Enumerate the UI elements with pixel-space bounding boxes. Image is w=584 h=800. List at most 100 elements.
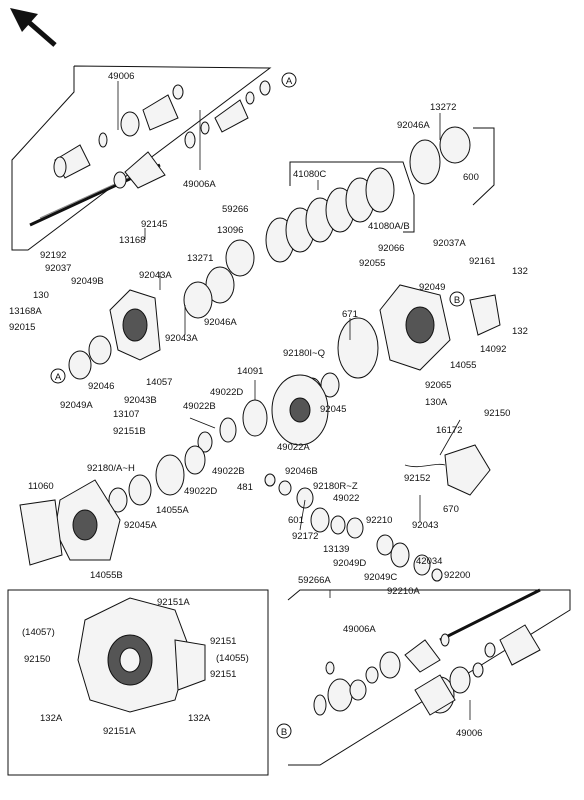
part-label: 49006A bbox=[183, 179, 216, 190]
part-label: 59266 bbox=[222, 204, 248, 215]
ref-mark-a-top: A bbox=[281, 72, 297, 88]
part-label: 92043A bbox=[139, 270, 172, 281]
part-label: 14055A bbox=[156, 505, 189, 516]
part-label: 92015 bbox=[9, 322, 35, 333]
center-gear-set bbox=[108, 374, 329, 513]
part-label: 132 bbox=[512, 326, 528, 337]
part-label: 92046A bbox=[204, 317, 237, 328]
part-label: 14057 bbox=[146, 377, 172, 388]
part-label: 49006A bbox=[343, 624, 376, 635]
part-label: 92055 bbox=[359, 258, 385, 269]
part-label: 130 bbox=[33, 290, 49, 301]
top-shaft-assembly-box bbox=[11, 65, 272, 251]
part-label: 671 bbox=[342, 309, 358, 320]
part-label: 92049C bbox=[364, 572, 397, 583]
part-label: 92046B bbox=[285, 466, 318, 477]
right-gear-case bbox=[302, 284, 501, 403]
part-label: 41080C bbox=[293, 169, 326, 180]
part-label: 49022 bbox=[333, 493, 359, 504]
part-label: 11060 bbox=[28, 481, 54, 492]
part-label: 92151B bbox=[113, 426, 146, 437]
part-label: 92043B bbox=[124, 395, 157, 406]
part-label: 92045A bbox=[124, 520, 157, 531]
part-label: 92049A bbox=[60, 400, 93, 411]
part-label: 670 bbox=[443, 504, 459, 515]
part-label: 16172 bbox=[436, 425, 462, 436]
part-label: 49006 bbox=[456, 728, 482, 739]
part-label: 92151A bbox=[103, 726, 136, 737]
part-label: 41080A/B bbox=[368, 221, 410, 232]
part-label: 13271 bbox=[187, 253, 213, 264]
part-label: 92043 bbox=[412, 520, 438, 531]
part-label: 92180R~Z bbox=[313, 481, 358, 492]
part-label: 92049B bbox=[71, 276, 104, 287]
part-label: 92045 bbox=[320, 404, 346, 415]
part-label: 42034 bbox=[416, 556, 442, 567]
left-gear-case bbox=[68, 289, 161, 380]
part-label: 92172 bbox=[292, 531, 318, 542]
assembled-view-inset-box bbox=[7, 589, 269, 776]
part-label: 600 bbox=[463, 172, 479, 183]
ref-mark-b-bottom: B bbox=[276, 723, 292, 739]
part-label: 92049D bbox=[333, 558, 366, 569]
part-label: 92043A bbox=[165, 333, 198, 344]
part-label: 14055 bbox=[450, 360, 476, 371]
part-label: 13139 bbox=[323, 544, 349, 555]
part-label: 92161 bbox=[469, 256, 495, 267]
part-label: 59266A bbox=[298, 575, 331, 586]
part-label: 92192 bbox=[40, 250, 66, 261]
part-label: 14055B bbox=[90, 570, 123, 581]
part-label: 13096 bbox=[217, 225, 243, 236]
part-label: 92151 bbox=[210, 669, 236, 680]
part-number-labels: 49006 49006A 59266 13272 92046A 600 4108… bbox=[9, 71, 528, 739]
actuator-motor bbox=[404, 444, 491, 496]
part-label: 92066 bbox=[378, 243, 404, 254]
part-label: 13272 bbox=[430, 102, 456, 113]
part-label: 49022B bbox=[183, 401, 216, 412]
part-label: 49006 bbox=[108, 71, 134, 82]
lower-left-cover bbox=[19, 479, 121, 566]
part-label: 132A bbox=[188, 713, 211, 724]
svg-text:B: B bbox=[281, 727, 287, 738]
part-label: 49022B bbox=[212, 466, 245, 477]
top-drive-shaft bbox=[29, 80, 271, 227]
part-label: 92049 bbox=[419, 282, 445, 293]
part-label: 601 bbox=[288, 515, 304, 526]
assembled-gear-case bbox=[77, 597, 206, 713]
output-small-parts bbox=[264, 473, 443, 582]
part-label: 13168 bbox=[119, 235, 145, 246]
part-label: 92046 bbox=[88, 381, 114, 392]
part-label: 13168A bbox=[9, 306, 42, 317]
part-label: 92180I~Q bbox=[283, 348, 325, 359]
part-label: 13107 bbox=[113, 409, 139, 420]
part-label: 132 bbox=[512, 266, 528, 277]
inset-ref-14055: (14055) bbox=[216, 653, 249, 664]
part-label: 92151A bbox=[157, 597, 190, 608]
part-label: 92145 bbox=[141, 219, 167, 230]
clutch-plate-stack bbox=[183, 126, 471, 319]
bottom-shaft-assembly-box bbox=[287, 589, 571, 766]
part-label: 92151 bbox=[210, 636, 236, 647]
front-direction-arrow-icon bbox=[10, 8, 57, 47]
part-label: 49022A bbox=[277, 442, 310, 453]
svg-text:A: A bbox=[286, 76, 293, 87]
part-label: 14091 bbox=[237, 366, 263, 377]
part-label: 49022D bbox=[184, 486, 217, 497]
ref-mark-a-left: A bbox=[50, 368, 66, 384]
part-label: 92150 bbox=[24, 654, 50, 665]
part-label: 92180/A~H bbox=[87, 463, 135, 474]
inset-ref-14057: (14057) bbox=[22, 627, 55, 638]
part-label: 92150 bbox=[484, 408, 510, 419]
part-label: 92037 bbox=[45, 263, 71, 274]
part-label: 130A bbox=[425, 397, 448, 408]
svg-text:B: B bbox=[454, 295, 460, 306]
part-label: 92065 bbox=[425, 380, 451, 391]
part-label: 92210 bbox=[366, 515, 392, 526]
clutch-plate-box bbox=[289, 161, 415, 233]
part-label: 14092 bbox=[480, 344, 506, 355]
ref-mark-b-right: B bbox=[449, 291, 465, 307]
part-label: 92046A bbox=[397, 120, 430, 131]
svg-text:A: A bbox=[55, 372, 62, 383]
part-label: 49022D bbox=[210, 387, 243, 398]
